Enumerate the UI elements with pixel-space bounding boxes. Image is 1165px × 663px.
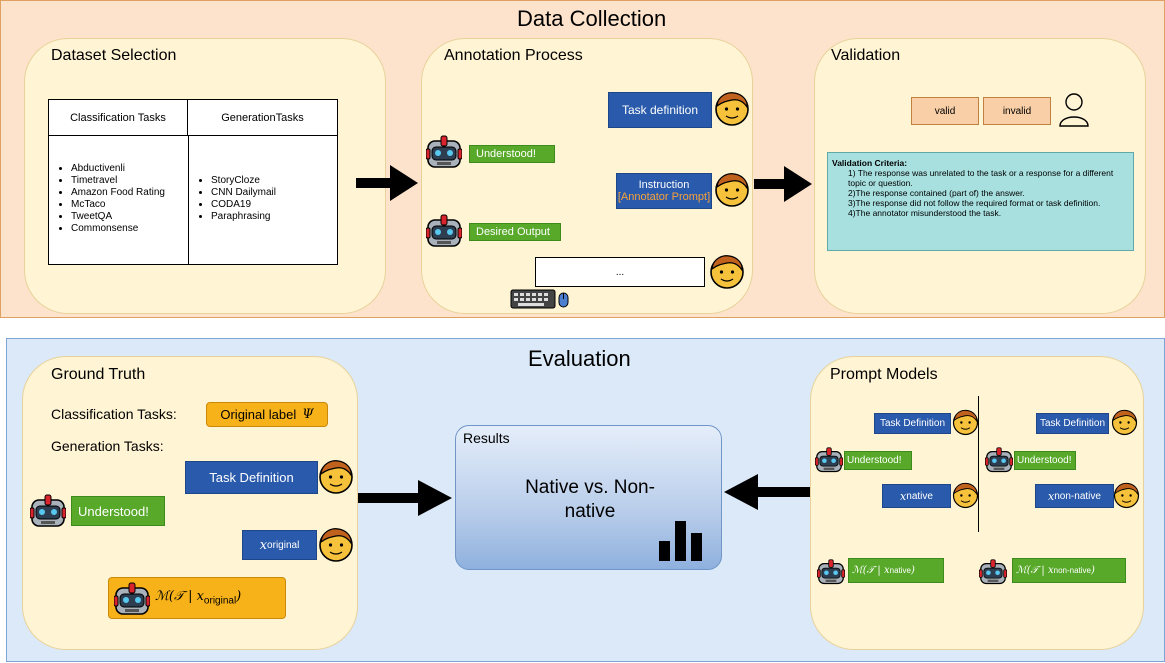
desired-output-box: Desired Output (469, 223, 561, 241)
criteria-item: 4)The annotator misunderstood the task. (848, 208, 1002, 218)
formula-close: ) (236, 589, 242, 604)
list-item: McTaco (71, 199, 165, 211)
list-item: Amazon Food Rating (71, 187, 165, 199)
x-symbol: x (900, 489, 907, 503)
model-output-formula: ℳ(𝒯 | xoriginal) (155, 588, 241, 607)
results-title: Results (463, 430, 510, 446)
formula-close: ) (910, 565, 915, 576)
annotator-face-icon (1111, 409, 1138, 436)
arrow-right-icon (754, 166, 812, 202)
robot-icon (30, 494, 66, 527)
invalid-button[interactable]: invalid (983, 97, 1051, 125)
task-definition-box: Task Definition (185, 461, 318, 494)
formula-text: ℳ(𝒯 | x (852, 565, 890, 576)
results-text: Native vs. Non-native (525, 477, 655, 522)
criteria-title: Validation Criteria: (832, 158, 908, 168)
valid-button[interactable]: valid (911, 97, 979, 125)
criteria-item: 2)The response contained (part of) the a… (848, 188, 1025, 198)
dataset-selection-title: Dataset Selection (51, 47, 177, 64)
annotator-face-icon (319, 460, 353, 494)
annotator-face-icon (715, 92, 749, 126)
annotator-prompt-label: [Annotator Prompt] (617, 191, 711, 203)
classification-list: Abductivenli Timetravel Amazon Food Rati… (53, 163, 165, 235)
robot-icon (815, 447, 843, 473)
column-divider (978, 396, 979, 532)
classification-tasks-label: Classification Tasks: (51, 406, 177, 422)
task-definition-box: Task Definition (874, 413, 951, 434)
robot-icon (985, 447, 1013, 473)
understood-box: Understood! (844, 451, 912, 470)
understood-box: Understood! (71, 496, 165, 526)
robot-icon (426, 214, 462, 247)
x-symbol: x (259, 537, 268, 553)
prompt-models-title: Prompt Models (830, 366, 938, 383)
list-item: CNN Dailymail (211, 187, 276, 199)
instruction-box: Instruction [Annotator Prompt] (616, 173, 712, 209)
task-definition-box: Task Definition (1036, 413, 1109, 434)
x-subscript: non-native (1054, 490, 1101, 502)
response-text-box[interactable]: ... (535, 257, 705, 287)
table-divider (188, 136, 189, 264)
psi-symbol: Ψ (302, 407, 314, 422)
evaluation-title: Evaluation (528, 346, 631, 371)
list-item: StoryCloze (211, 175, 276, 187)
validation-title: Validation (831, 47, 901, 64)
annotation-title: Annotation Process (444, 47, 583, 64)
formula-text: ℳ(𝒯 | x (1016, 565, 1054, 576)
task-definition-box: Task definition (608, 92, 712, 128)
arrow-left-icon (724, 474, 812, 510)
understood-box: Understood! (1014, 451, 1076, 470)
arrow-right-icon (356, 165, 418, 201)
annotator-face-icon (1113, 482, 1140, 509)
annotator-face-icon (952, 482, 979, 509)
list-item: Abductivenli (71, 163, 165, 175)
keyboard-mouse-icon (510, 289, 569, 309)
instruction-label: Instruction (638, 179, 690, 191)
user-icon (1059, 93, 1089, 127)
generation-header: GenerationTasks (188, 100, 337, 136)
arrow-right-icon (358, 480, 452, 516)
dataset-table: Classification Tasks GenerationTasks Abd… (48, 99, 338, 265)
validation-criteria-box: Validation Criteria: 1) The response was… (827, 152, 1134, 251)
x-symbol: x (1048, 489, 1055, 503)
robot-icon (817, 559, 845, 585)
formula-subscript: non-native (1053, 566, 1091, 575)
generation-list: StoryCloze CNN Dailymail CODA19 Paraphra… (193, 175, 276, 223)
list-item: Timetravel (71, 175, 165, 187)
data-collection-title: Data Collection (517, 6, 667, 31)
ground-truth-title: Ground Truth (51, 366, 146, 383)
list-item: CODA19 (211, 199, 276, 211)
formula-subscript: original (203, 595, 237, 607)
formula-subscript: native (889, 566, 911, 575)
annotator-face-icon (952, 409, 979, 436)
annotator-face-icon (715, 173, 749, 207)
classification-header: Classification Tasks (49, 100, 188, 136)
list-item: TweetQA (71, 211, 165, 223)
annotator-face-icon (319, 528, 353, 562)
robot-icon (979, 559, 1007, 585)
annotator-face-icon (710, 255, 744, 289)
formula-text: ℳ(𝒯 | x (155, 589, 204, 604)
original-label-text: Original label (220, 407, 297, 422)
formula-close: ) (1090, 565, 1095, 576)
x-subscript: native (906, 490, 933, 502)
original-label-box: Original label Ψ (206, 402, 328, 427)
robot-icon (114, 582, 150, 615)
criteria-item: 1) The response was unrelated to the tas… (848, 168, 1114, 188)
generation-tasks-label: Generation Tasks: (51, 438, 164, 454)
bar-chart-icon (659, 521, 702, 561)
x-subscript: original (267, 539, 300, 551)
list-item: Commonsense (71, 223, 165, 235)
list-item: Paraphrasing (211, 211, 276, 223)
robot-icon (426, 135, 462, 168)
understood-box: Understood! (469, 145, 555, 163)
criteria-item: 3)The response did not follow the requir… (848, 198, 1101, 208)
